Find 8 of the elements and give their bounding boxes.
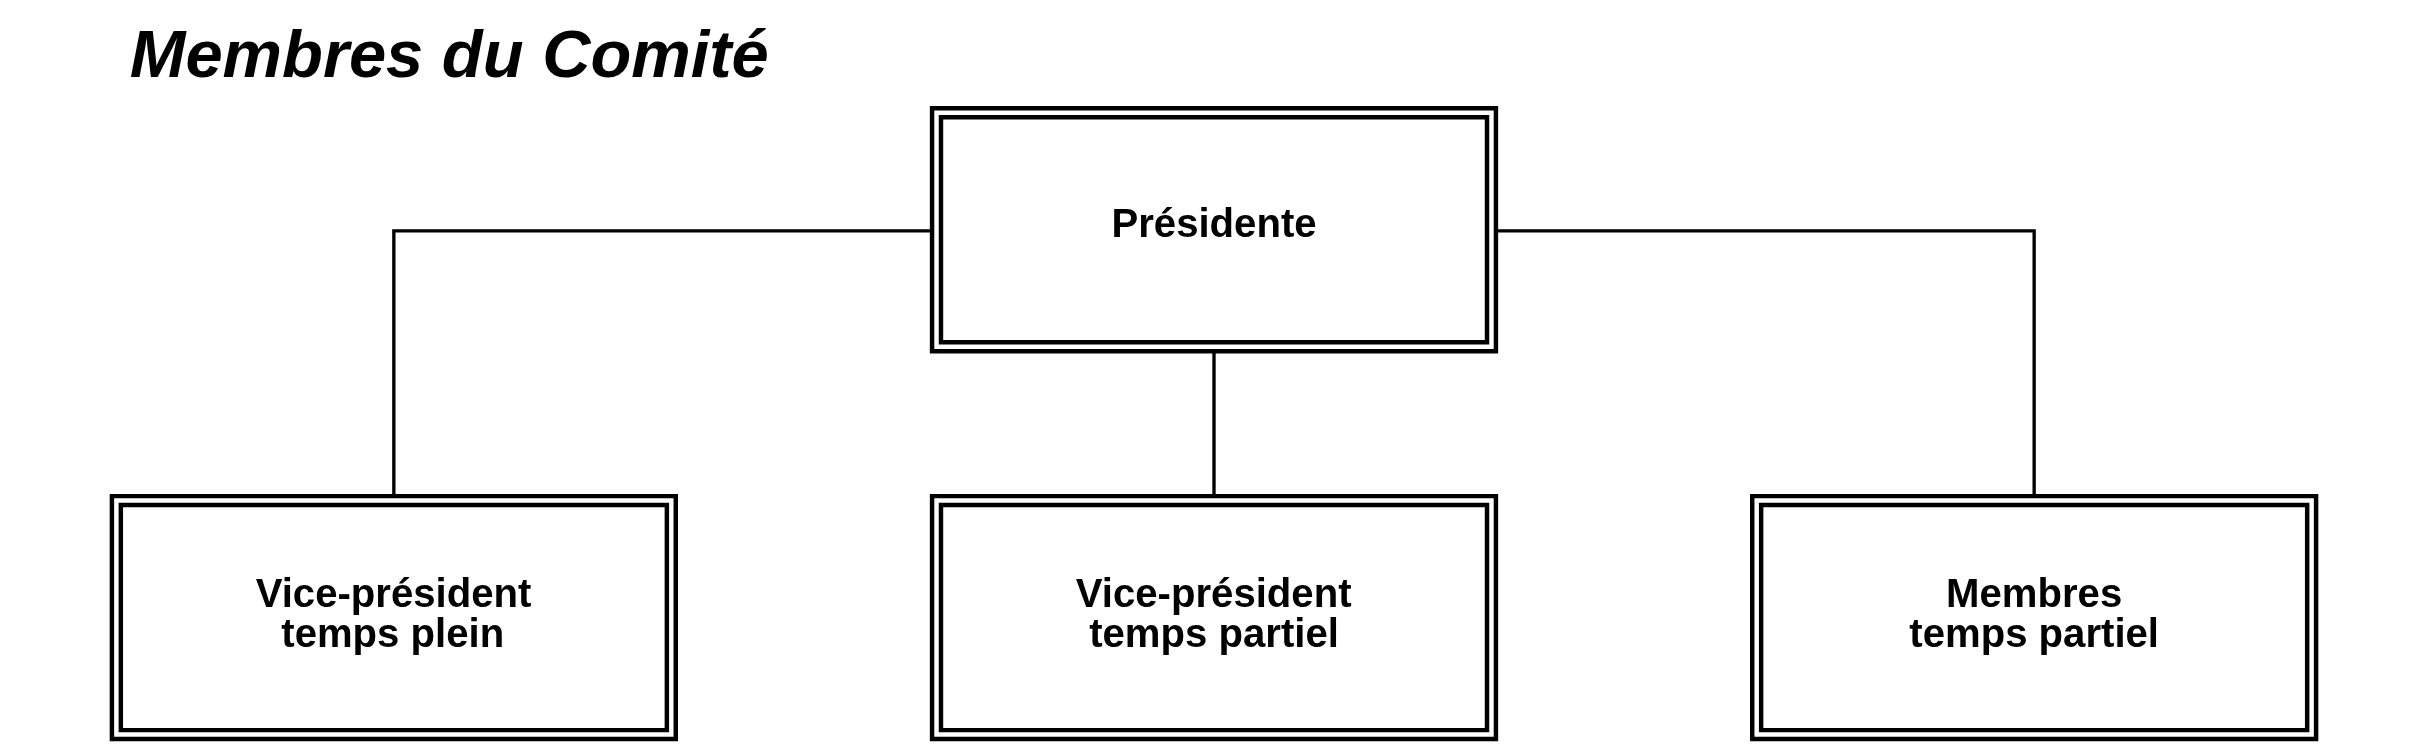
node-box: Vice-président temps plein: [109, 493, 678, 742]
node-box: Membres temps partiel: [1750, 493, 2319, 742]
connector: [392, 229, 932, 496]
connector: [1212, 351, 1216, 496]
diagram-title: Membres du Comité: [129, 16, 769, 92]
connector: [1496, 229, 2036, 496]
node-box: Vice-président temps partiel: [929, 493, 1499, 742]
node-box: Présidente: [929, 106, 1499, 354]
